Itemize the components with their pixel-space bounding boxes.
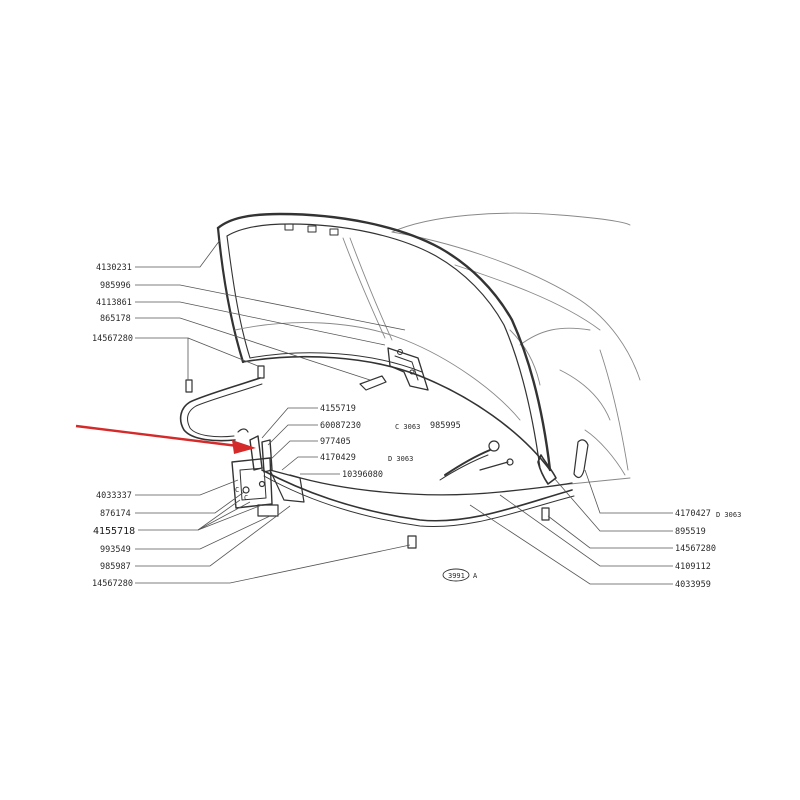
label-4170429: 4170429 [320,453,356,463]
label-4113861: 4113861 [96,298,132,308]
label-977405: 977405 [320,437,351,447]
label-4033959: 4033959 [675,580,711,590]
release-cable [439,440,514,481]
label-c-mark-2: C [244,494,248,502]
stamp-number: 3991 [448,572,465,580]
label-14567280-a: 14567280 [92,334,133,344]
part-labels: 4130231 985996 4113861 865178 14567280 4… [92,263,741,590]
label-4033337: 4033337 [96,491,132,501]
label-985995: 985995 [430,421,461,431]
label-14567280-b: 14567280 [92,579,133,589]
label-4109112: 4109112 [675,562,711,572]
label-865178: 865178 [100,314,131,324]
label-876174: 876174 [100,509,131,519]
label-993549: 993549 [100,545,131,555]
label-c-mark-1: C [235,486,239,494]
label-14567280-c: 14567280 [675,544,716,554]
bolt-fasteners [185,365,589,549]
label-4130231: 4130231 [96,263,132,273]
hood-striker-bracket [359,347,429,391]
label-10396080: 10396080 [342,470,383,480]
hood-panel [216,212,557,485]
label-985987: 985987 [100,562,131,572]
red-arrow-indicator [75,424,256,454]
car-body-outline [391,212,641,486]
label-4155718: 4155718 [93,526,135,537]
hood-latch-assembly [231,428,305,517]
label-c-3063: C 3063 [395,423,420,431]
label-60087230: 60087230 [320,421,361,431]
label-d-3063-b: D 3063 [716,511,741,519]
label-d-3063-a: D 3063 [388,455,413,463]
label-4155719: 4155719 [320,404,356,414]
label-895519: 895519 [675,527,706,537]
leader-lines [135,239,673,585]
drawing-stamp: 3991 A [442,568,478,582]
stamp-letter: A [473,572,478,580]
label-985996: 985996 [100,281,131,291]
hood-seal-strip [179,377,575,528]
label-4170427: 4170427 [675,509,711,519]
